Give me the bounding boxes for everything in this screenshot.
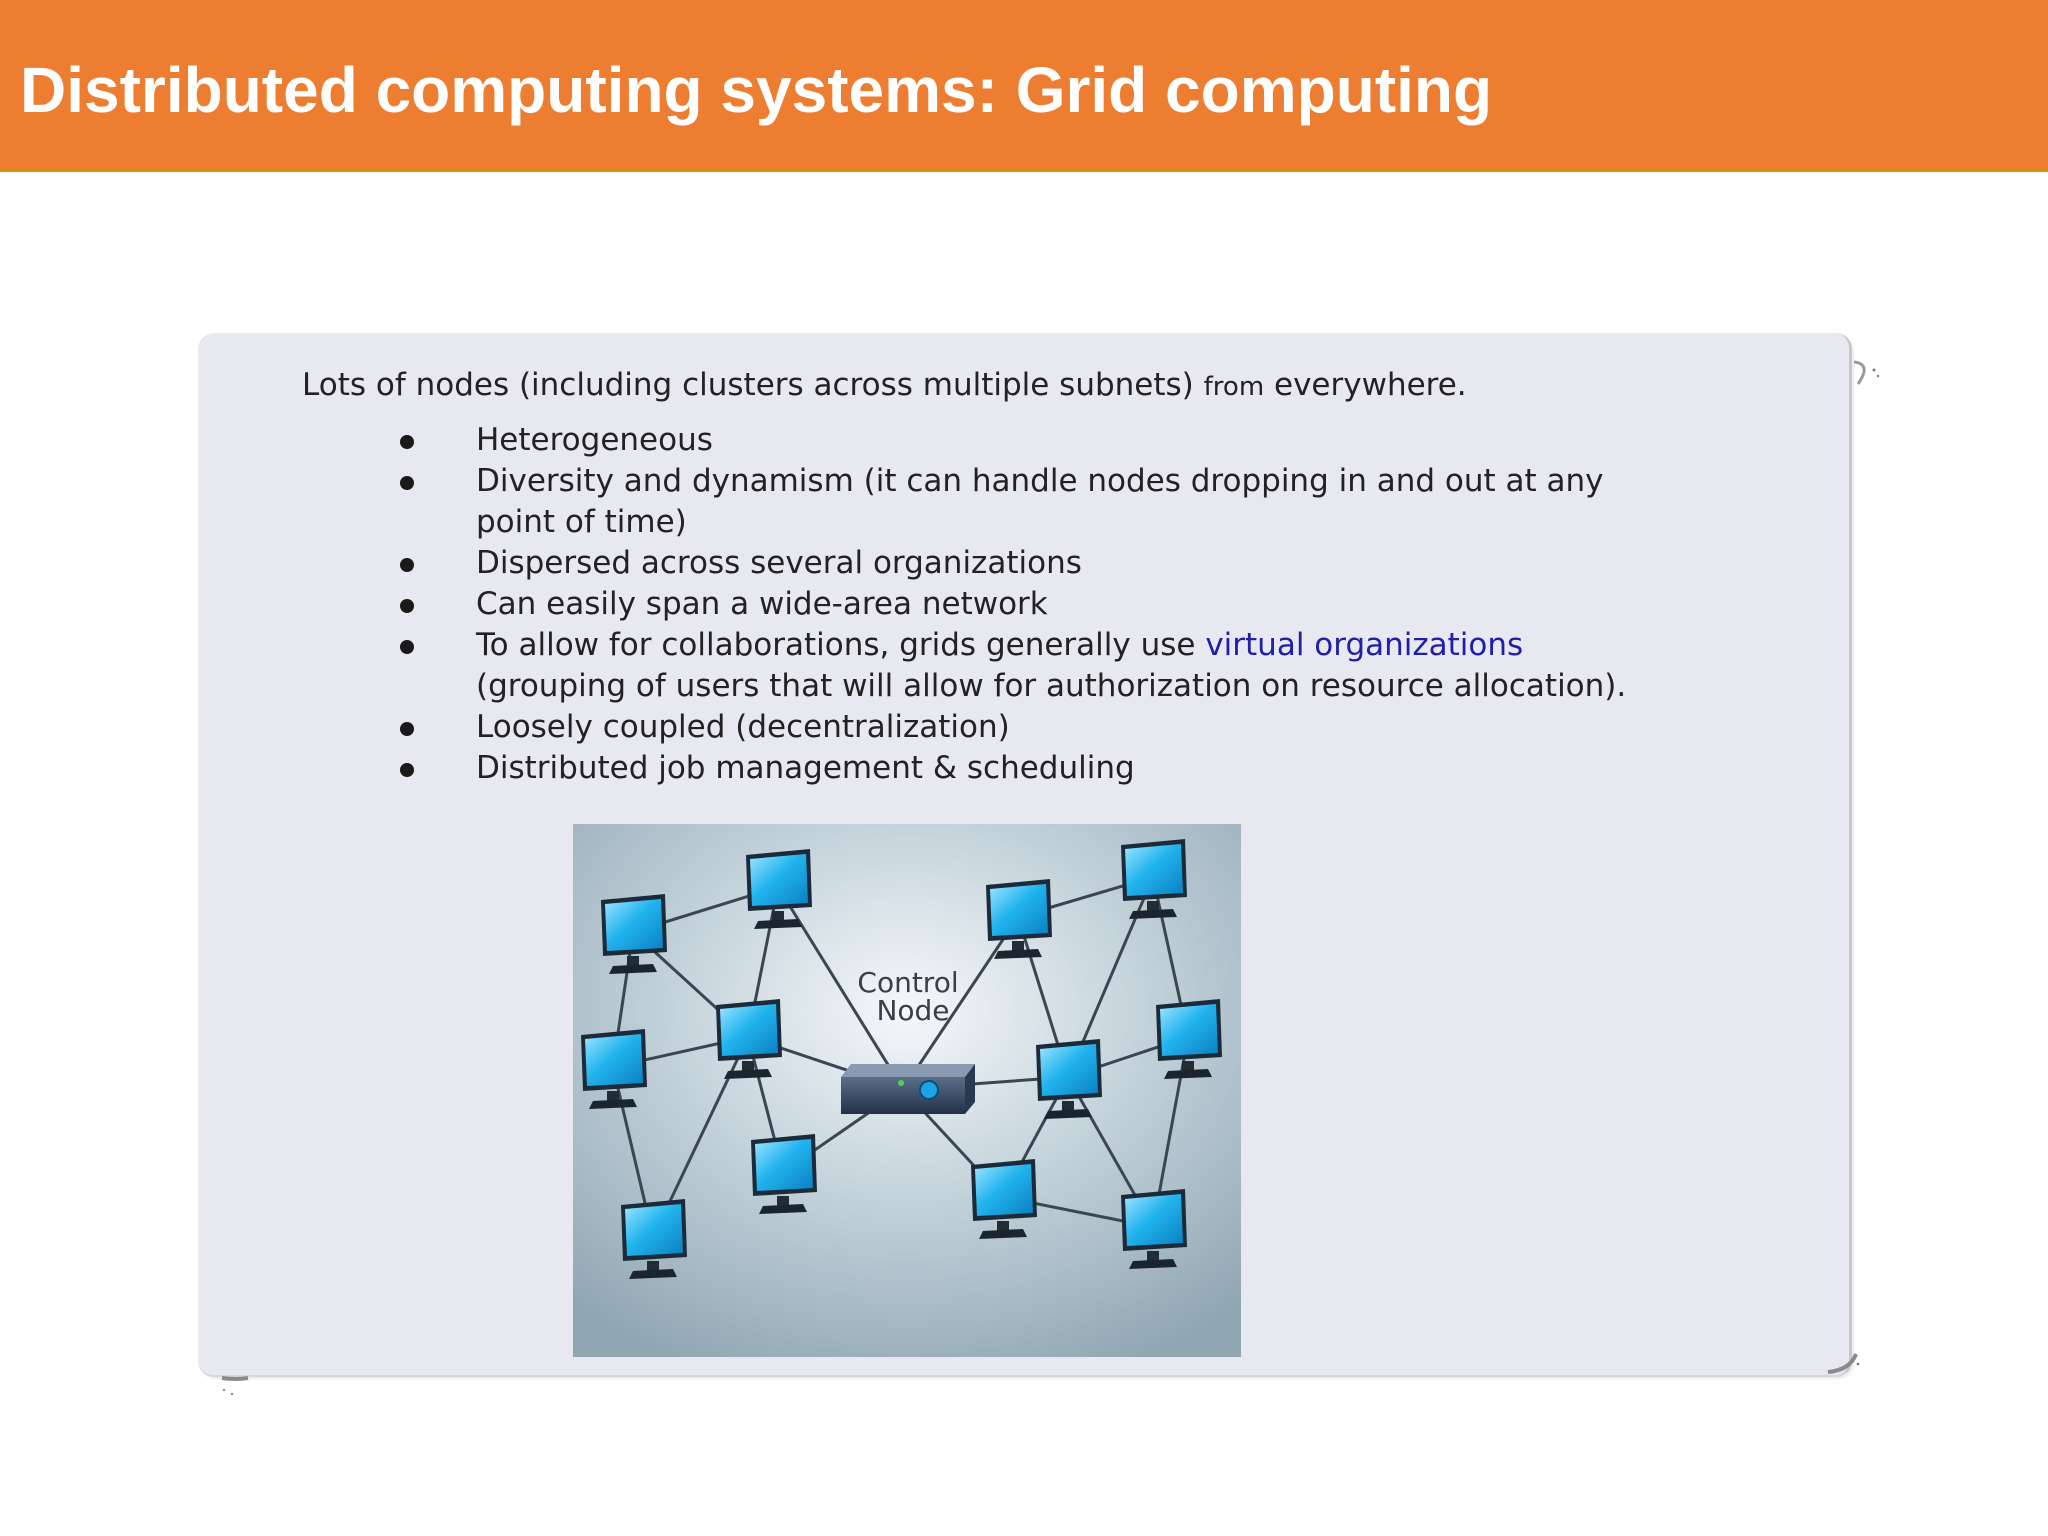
page-curl-bottom-right-icon xyxy=(1827,1353,1860,1374)
monitor-icon xyxy=(1121,1189,1187,1269)
monitor-icon xyxy=(1156,999,1222,1079)
network-nodes xyxy=(581,839,1222,1279)
bullet-dot xyxy=(400,558,414,572)
network-link xyxy=(901,916,1020,1090)
bullet-item: Heterogeneous xyxy=(476,422,713,458)
bullet-text: To allow for collaborations, grids gener… xyxy=(476,627,1206,663)
page-curl-top-right-icon xyxy=(1853,360,1880,385)
monitor-icon xyxy=(1121,839,1187,919)
virtual-organizations-link[interactable]: virtual organizations xyxy=(1205,627,1524,663)
bullet-dot xyxy=(400,599,414,613)
grid-network-diagram: Control Node xyxy=(573,824,1241,1357)
intro-main: Lots of nodes (including clusters across… xyxy=(302,367,1194,403)
intro-end: everywhere. xyxy=(1274,367,1467,403)
bullet-item-continuation: (grouping of users that will allow for a… xyxy=(476,668,1627,704)
monitor-icon xyxy=(601,894,667,974)
bullet-item: Dispersed across several organizations xyxy=(476,545,1082,581)
intro-small: from xyxy=(1203,372,1265,402)
control-node-label-line2: Node xyxy=(876,994,949,1027)
monitor-icon xyxy=(1036,1039,1102,1119)
monitor-icon xyxy=(581,1029,647,1109)
control-node-label-line1: Control xyxy=(857,966,958,999)
bullet-dot xyxy=(400,476,414,490)
intro-text: Lots of nodes (including clusters across… xyxy=(302,362,1467,410)
slide-title: Distributed computing systems: Grid comp… xyxy=(20,54,1493,126)
bullet-item-continuation: point of time) xyxy=(476,504,687,540)
bullet-dot xyxy=(400,722,414,736)
bullet-dot xyxy=(400,640,414,654)
bullet-item: Can easily span a wide-area network xyxy=(476,586,1048,622)
monitor-icon xyxy=(986,879,1052,959)
monitor-icon xyxy=(716,999,782,1079)
control-node-server-icon xyxy=(841,1064,975,1114)
bullet-item: Distributed job management & scheduling xyxy=(476,750,1135,786)
monitor-icon xyxy=(971,1159,1037,1239)
page-curl-bottom-left-icon xyxy=(221,1376,249,1396)
bullet-item: To allow for collaborations, grids gener… xyxy=(476,625,1523,666)
bullet-item: Loosely coupled (decentralization) xyxy=(476,709,1010,745)
bullet-item: Diversity and dynamism (it can handle no… xyxy=(476,463,1604,499)
title-bar: Distributed computing systems: Grid comp… xyxy=(0,0,2048,172)
monitor-icon xyxy=(751,1134,817,1214)
bullet-dot xyxy=(400,763,414,777)
bullet-dot xyxy=(400,435,414,449)
monitor-icon xyxy=(746,849,812,929)
monitor-icon xyxy=(621,1199,687,1279)
